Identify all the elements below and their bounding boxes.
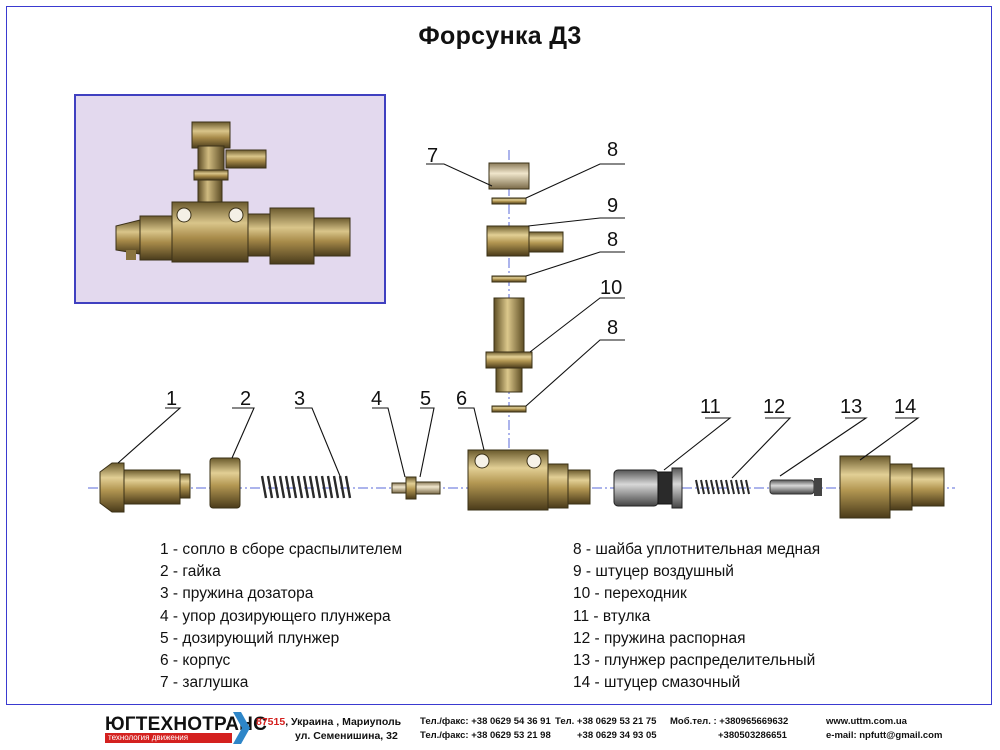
zip-code: 87515	[256, 716, 286, 728]
part-washer	[491, 275, 527, 283]
legend-item: 11 - втулка	[573, 607, 651, 625]
chevron-logo-icon	[233, 712, 250, 744]
part-adapter	[485, 297, 533, 393]
company-logo: ЮГТЕХНОТРАНС	[105, 714, 267, 735]
part-plug	[488, 162, 530, 190]
part-air-fitting	[486, 225, 564, 257]
telfax-1: Тел./факс: +38 0629 54 36 91	[420, 716, 551, 727]
callout-4: 4	[371, 388, 382, 410]
part-spacer-spring	[695, 479, 750, 495]
part-dosing-plunger	[391, 476, 441, 500]
callout-8: 8	[607, 139, 618, 161]
part-nut	[209, 457, 241, 509]
page-title: Форсунка Д3	[418, 22, 582, 50]
part-washer	[491, 405, 527, 413]
address-line-1: 87515, Украина , Мариуполь	[256, 716, 401, 728]
part-dosing-spring	[260, 475, 352, 499]
telfax-2: Тел./факс: +38 0629 53 21 98	[420, 730, 551, 741]
part-washer	[491, 197, 527, 205]
callout-6: 6	[456, 388, 467, 410]
callout-5: 5	[420, 388, 431, 410]
legend-item: 14 - штуцер смазочный	[573, 674, 741, 692]
callout-14: 14	[894, 396, 916, 418]
tel-1: Тел. +38 0629 53 21 75	[555, 716, 657, 727]
mobile-2: +380503286651	[718, 730, 787, 741]
callout-9: 9	[607, 195, 618, 217]
legend-item: 7 - заглушка	[160, 674, 249, 692]
address-city: , Украина , Мариуполь	[285, 716, 402, 728]
legend-item: 2 - гайка	[160, 563, 221, 581]
part-sleeve	[613, 467, 683, 509]
legend-item: 8 - шайба уплотнительная медная	[573, 541, 821, 558]
part-nozzle	[99, 462, 191, 513]
company-tagline: технология движения	[105, 733, 232, 743]
legend-item: 6 - корпус	[160, 652, 231, 670]
legend-item: 10 - переходник	[573, 585, 687, 603]
legend-item: 5 - дозирующий плунжер	[160, 629, 340, 647]
legend-item: 4 - упор дозирующего плунжера	[160, 607, 391, 625]
assembled-injector-image	[115, 121, 351, 265]
legend-item: 3 - пружина дозатора	[160, 585, 314, 603]
part-lube-fitting	[839, 455, 945, 519]
legend-item: 12 - пружина распорная	[573, 629, 746, 647]
legend-left: 1 - сопло в сборе сраспылителем 2 - гайк…	[160, 539, 402, 694]
callout-12: 12	[763, 396, 785, 418]
tel-2: +38 0629 34 93 05	[577, 730, 657, 741]
callout-2: 2	[240, 388, 251, 410]
callout-7: 7	[427, 145, 438, 167]
part-distributing-plunger	[769, 478, 822, 496]
legend-right: 8 - шайба уплотнительная медная 9 - штуц…	[573, 539, 820, 694]
legend-item: 1 - сопло в сборе сраспылителем	[160, 541, 403, 558]
callout-8: 8	[607, 317, 618, 339]
callout-10: 10	[600, 277, 622, 299]
callout-1: 1	[166, 388, 177, 410]
page-frame	[6, 6, 992, 705]
email-link[interactable]: e-mail: npfutt@gmail.com	[826, 730, 943, 741]
callout-3: 3	[294, 388, 305, 410]
callout-8: 8	[607, 229, 618, 251]
website-link[interactable]: www.uttm.com.ua	[826, 716, 907, 727]
mobile-1: Моб.тел. : +380965669632	[670, 716, 789, 727]
callout-13: 13	[840, 396, 862, 418]
callout-11: 11	[700, 396, 721, 418]
leader-lines	[117, 163, 920, 479]
part-housing	[467, 449, 591, 511]
assembled-photo	[74, 94, 386, 304]
legend-item: 9 - штуцер воздушный	[573, 563, 734, 581]
legend-item: 13 - плунжер распределительный	[573, 652, 816, 670]
address-line-2: ул. Семенишина, 32	[295, 730, 398, 742]
